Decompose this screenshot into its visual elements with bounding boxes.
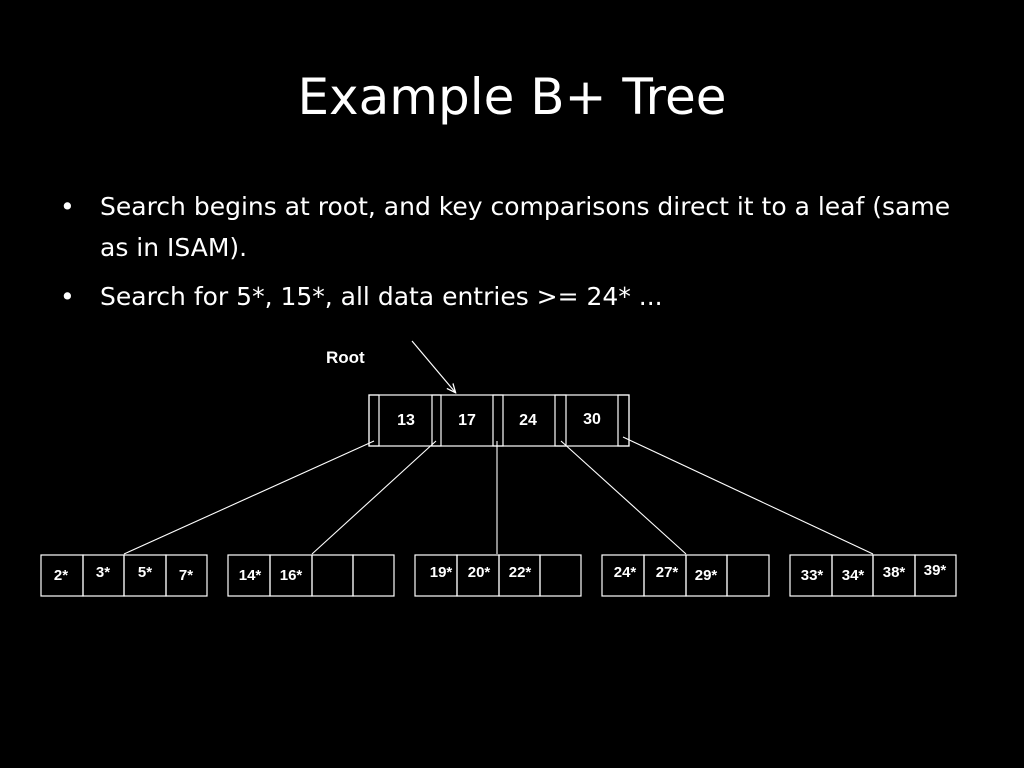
- leaf-node: 14* 16*: [227, 554, 395, 597]
- leaf-entry: 22*: [509, 564, 532, 581]
- leaf-node: 2* 3* 5* 7*: [40, 554, 208, 597]
- child-pointer-line: [311, 440, 437, 555]
- leaf-cell: [165, 554, 208, 597]
- leaf-entry: 5*: [138, 564, 152, 581]
- child-pointer-line: [560, 440, 687, 555]
- root-key: 24: [519, 412, 537, 429]
- bullet-item: • Search begins at root, and key compari…: [60, 186, 960, 268]
- leaf-entry: 24*: [614, 564, 637, 581]
- slide-title: Example B+ Tree: [297, 68, 727, 126]
- bullet-text: Search begins at root, and key compariso…: [100, 192, 951, 262]
- root-pointer-arrow: [411, 340, 455, 392]
- leaf-node: 19* 20* 22*: [414, 554, 582, 597]
- leaf-node: 33* 34* 38* 39*: [789, 554, 957, 597]
- leaf-cell: [311, 554, 354, 597]
- child-pointer-line: [123, 440, 375, 555]
- bullet-symbol: •: [60, 192, 75, 221]
- leaf-entry: 29*: [695, 567, 718, 584]
- leaf-cell: [914, 554, 957, 597]
- leaf-entry: 7*: [179, 567, 193, 584]
- root-pointer-slot: [368, 394, 380, 447]
- leaf-node: 24* 27* 29*: [601, 554, 770, 597]
- leaf-cell: [726, 554, 770, 597]
- root-node: 13 17 24 30: [368, 394, 630, 447]
- root-pointer-slot: [617, 394, 630, 447]
- root-key: 17: [458, 412, 476, 429]
- bullet-item: • Search for 5*, 15*, all data entries >…: [60, 276, 960, 317]
- leaf-entry: 3*: [96, 564, 110, 581]
- leaf-entry: 14*: [239, 567, 262, 584]
- bullet-text: Search for 5*, 15*, all data entries >= …: [100, 282, 663, 311]
- root-key: 30: [583, 411, 601, 428]
- leaf-entry: 38*: [883, 564, 906, 581]
- bullet-symbol: •: [60, 282, 75, 311]
- leaf-entry: 39*: [924, 562, 947, 579]
- root-pointer-slot: [492, 394, 504, 447]
- root-label: Root: [326, 348, 365, 367]
- leaf-entry: 33*: [801, 567, 824, 584]
- root-pointer-slot: [431, 394, 442, 447]
- root-pointer-slot: [554, 394, 567, 447]
- leaf-entry: 19*: [430, 564, 453, 581]
- root-key: 13: [397, 412, 415, 429]
- leaf-entry: 16*: [280, 567, 303, 584]
- bullet-list: • Search begins at root, and key compari…: [60, 186, 960, 325]
- leaf-entry: 2*: [54, 567, 68, 584]
- leaf-cell: [539, 554, 582, 597]
- leaf-cell: [352, 554, 395, 597]
- leaf-entry: 27*: [656, 564, 679, 581]
- leaf-entry: 34*: [842, 567, 865, 584]
- child-pointer-line: [622, 436, 874, 555]
- leaf-entry: 20*: [468, 564, 491, 581]
